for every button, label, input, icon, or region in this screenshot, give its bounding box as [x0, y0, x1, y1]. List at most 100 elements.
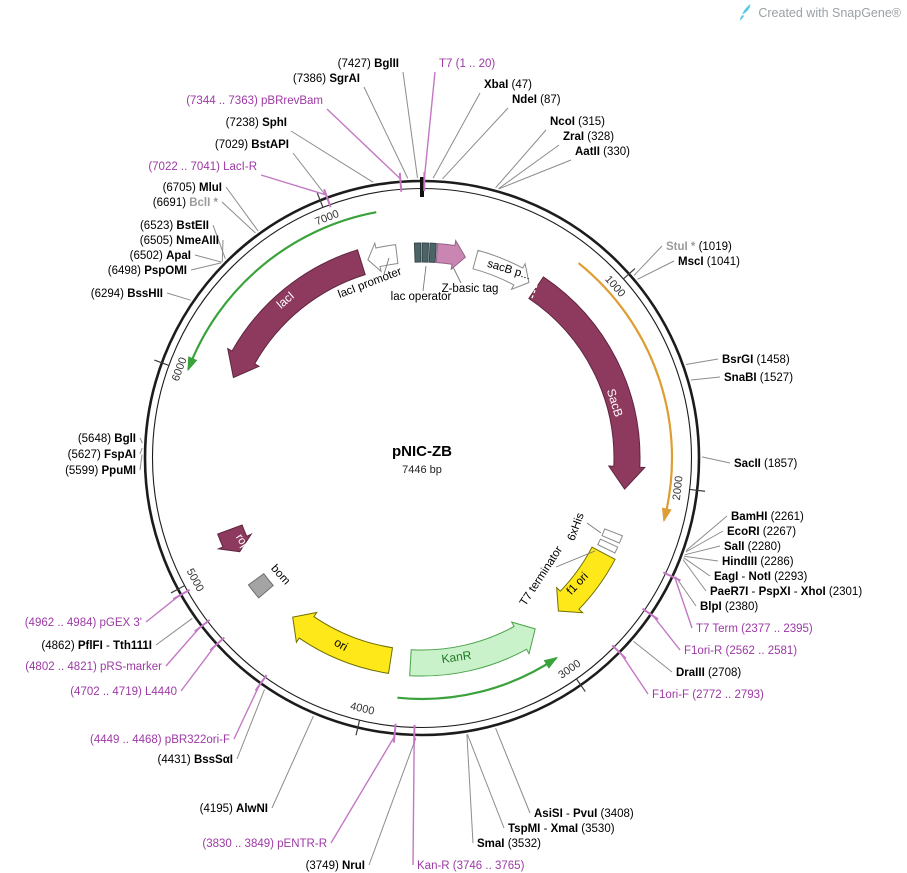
leader-line-BstAPI — [292, 152, 326, 196]
position-label-4000: 4000 — [349, 700, 376, 717]
site-label-AsiSI-PvuI: AsiSI - PvuI (3408) — [534, 808, 634, 820]
leader-line-AatII — [498, 159, 572, 190]
primer-tick-pBR322ori-F — [254, 674, 268, 692]
feature-Z-basic-tag — [435, 239, 467, 271]
site-label-StuI: StuI * (1019) — [666, 241, 732, 253]
leader-line-SalI — [684, 545, 721, 556]
primer-tick-Kan-R — [413, 724, 416, 744]
primer-tick-F1ori-F — [611, 644, 627, 660]
leader-line-LacI-R — [260, 174, 327, 196]
orf-arrowhead-lacI-frame — [187, 356, 198, 372]
leader-line-pBRrevBam — [326, 108, 401, 180]
site-label-SgrAI: (7386) SgrAI — [293, 73, 360, 85]
site-label-NcoI: NcoI (315) — [550, 116, 605, 128]
leader-line-L4440 — [180, 645, 216, 692]
leader-line-SnaBI — [690, 376, 721, 381]
feature-lac-operator-bar-2 — [421, 242, 430, 263]
leader-line-FspAI — [139, 447, 143, 455]
leader-line-DraIII — [633, 641, 673, 673]
leader-line-AsiSI-PvuI — [495, 728, 531, 814]
leader-line-SacII — [701, 456, 731, 464]
feature-pointer-line-3 — [586, 522, 602, 534]
position-label-7000: 7000 — [314, 208, 341, 228]
feature-SacB-boundary — [531, 276, 541, 299]
leader-line-BglII — [402, 71, 418, 179]
leader-line-EagI-NotI — [683, 557, 711, 577]
map-label-ori-label: ori — [332, 635, 351, 654]
site-label-BstEII: (6523) BstEII — [140, 220, 209, 232]
primer-tick-pGEX-3prime — [172, 588, 191, 600]
position-tick-5000 — [170, 585, 185, 594]
feature-rop — [216, 524, 253, 553]
primer-tick-L4440 — [209, 636, 225, 651]
leader-line-MluI — [225, 186, 259, 232]
site-label-AatII: AatII (330) — [575, 146, 630, 158]
site-label-EagI-NotI: EagI - NotI (2293) — [714, 571, 807, 583]
site-label-TspMI-XmaI: TspMI - XmaI (3530) — [508, 823, 615, 835]
leader-line-SphI — [290, 130, 374, 183]
leader-line-EcoRI — [685, 530, 724, 553]
leader-line-Kan-R — [412, 737, 415, 866]
feature-lac-operator-bar-3 — [428, 242, 437, 263]
site-label-ZraI: ZraI (328) — [563, 131, 614, 143]
orf-arc-SacB-frame — [577, 262, 674, 521]
orf-arc-lacI-frame — [187, 211, 377, 370]
primer-tick-pRS-marker — [194, 619, 211, 633]
primer-tick-LacI-R — [323, 188, 332, 208]
feature-lacI-promoter — [367, 241, 399, 273]
site-label-BglI: (5648) BglI — [78, 433, 136, 445]
site-label-pENTR-R: (3830 .. 3849) pENTR-R — [202, 838, 327, 850]
site-label-HindIII: HindIII (2286) — [722, 556, 794, 568]
site-label-DraIII: DraIII (2708) — [676, 667, 741, 679]
orf-arrowhead-SacB-frame — [661, 507, 672, 523]
site-label-T7-Term: T7 Term (2377 .. 2395) — [696, 623, 813, 635]
leader-line-T7 — [423, 71, 436, 179]
leader-line-F1ori-R — [652, 615, 681, 651]
orf-arc-KanR-frame — [397, 657, 558, 701]
feature-pointer-line-1 — [422, 265, 427, 292]
leader-line-ApaI — [194, 254, 222, 263]
leader-line-F1ori-F — [620, 654, 649, 695]
site-label-BclI: (6691) BclI * — [153, 197, 219, 209]
site-label-XbaI: XbaI (47) — [484, 79, 532, 91]
site-label-PaeR7I-PspXI-XhoI: PaeR7I - PspXI - XhoI (2301) — [710, 586, 862, 598]
leader-line-pBR322ori-F — [233, 685, 260, 740]
feature-ori — [292, 611, 394, 674]
site-label-MscI: MscI (1041) — [678, 256, 740, 268]
site-label-BssHII: (6294) BssHII — [91, 288, 163, 300]
site-label-NmeAIII: (6505) NmeAIII — [140, 235, 219, 247]
leader-line-pRS-marker — [165, 627, 200, 667]
leader-line-BclI — [221, 201, 256, 234]
primer-tick-pENTR-R — [392, 723, 397, 743]
orf-arrowhead-KanR-frame — [543, 656, 558, 669]
position-tick-2000 — [689, 488, 706, 492]
leader-line-PspOMI — [190, 262, 222, 271]
leader-line-pENTR-R — [330, 736, 396, 844]
site-label-BlpI: BlpI (2380) — [700, 601, 758, 613]
site-label-pBRrevBam: (7344 .. 7363) pBRrevBam — [186, 95, 323, 107]
site-label-AlwNI: (4195) AlwNI — [200, 803, 268, 815]
leader-line-NcoI — [495, 129, 547, 189]
leader-line-XbaI — [432, 92, 481, 179]
leader-line-T7-Term — [674, 577, 693, 629]
site-label-NdeI: NdeI (87) — [512, 94, 561, 106]
position-tick-6000 — [154, 359, 170, 366]
leader-line-TspMI-XmaI — [466, 734, 505, 829]
leader-line-NruI — [368, 737, 417, 866]
leader-line-BsrGI — [685, 358, 719, 365]
site-label-SalI: SalI (2280) — [724, 541, 781, 553]
leader-line-BlpI — [675, 576, 697, 607]
map-label-Z-basic-tag-label: Z-basic tag — [442, 283, 499, 295]
leader-line-MscI — [637, 260, 675, 280]
site-label-pBR322ori-F: (4449 .. 4468) pBR322ori-F — [90, 734, 230, 746]
site-label-BssSaI: (4431) BssSαI — [158, 754, 233, 766]
feature-6xHis — [601, 528, 624, 544]
feature-bom — [247, 573, 274, 599]
watermark: Created with SnapGene® — [738, 4, 901, 21]
site-label-SphI: (7238) SphI — [226, 117, 287, 129]
position-tick-1000 — [622, 268, 636, 280]
leader-line-PaeR7I-PspXI-XhoI — [682, 559, 707, 592]
feature-f1-ori — [556, 546, 616, 614]
primer-tick-T7-Term — [662, 571, 681, 582]
map-label-6xHis-label: 6xHis — [566, 511, 587, 542]
